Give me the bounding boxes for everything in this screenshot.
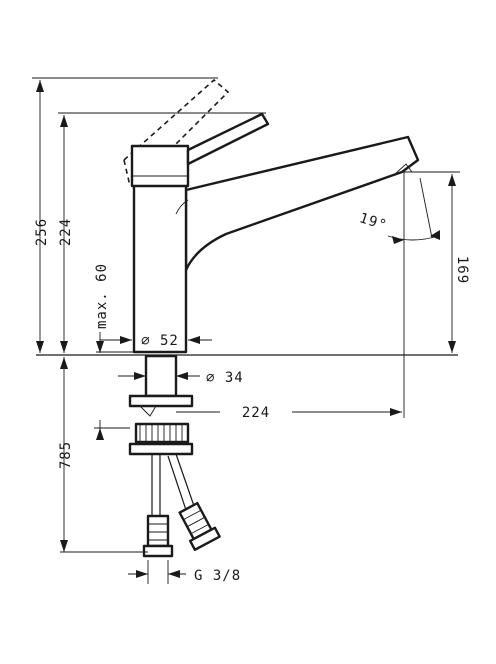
spout-height-label: 169 xyxy=(454,256,470,284)
faucet-body xyxy=(130,112,420,354)
connection-thread-label: G 3/8 xyxy=(194,568,241,584)
dimension-lines xyxy=(32,77,460,584)
mounting-shank xyxy=(128,354,194,456)
dimension-labels: 256 224 max. 60 ∅ 52 ∅ 34 224 169 19° 78… xyxy=(34,210,470,584)
height-spout-label: 224 xyxy=(58,218,74,246)
spout-reach-label: 224 xyxy=(242,405,270,421)
height-max-body-label: max. 60 xyxy=(94,263,110,329)
spout-angle-label: 19° xyxy=(357,210,389,234)
body-diameter-label: ∅ 52 xyxy=(141,333,179,349)
height-total-label: 256 xyxy=(34,218,50,246)
shank-diameter-label: ∅ 34 xyxy=(206,370,244,386)
supply-hoses xyxy=(142,453,221,558)
dimension-arrows xyxy=(36,80,456,578)
lever-raised-outline xyxy=(123,78,230,187)
hose-length-label: 785 xyxy=(58,441,74,469)
